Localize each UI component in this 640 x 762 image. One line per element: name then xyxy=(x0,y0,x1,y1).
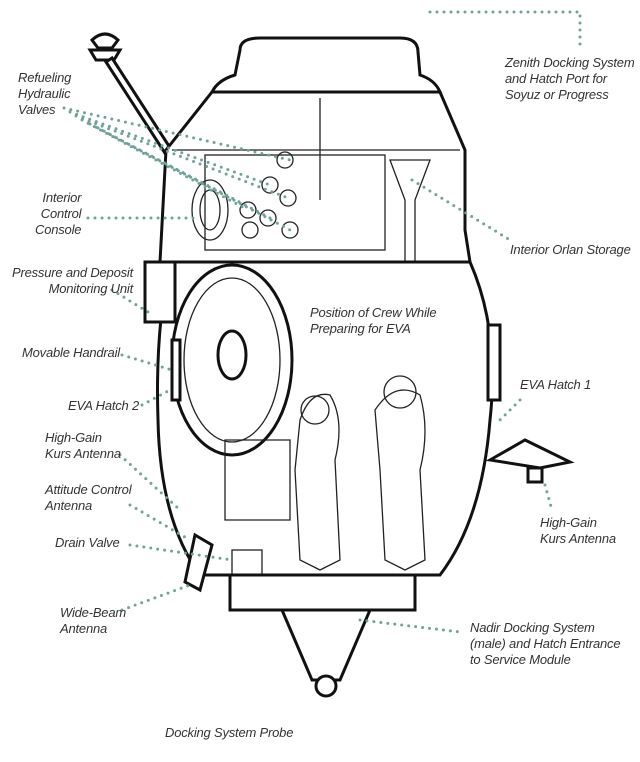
label-refueling-valves: Refueling Hydraulic Valves xyxy=(18,70,72,117)
label-drain-valve: Drain Valve xyxy=(55,535,120,550)
label-eva-hatch-1: EVA Hatch 1 xyxy=(520,377,592,392)
pressure-unit xyxy=(143,260,177,324)
crew-figures xyxy=(224,375,426,571)
antenna-boom xyxy=(87,32,181,167)
label-eva-hatch-2: EVA Hatch 2 xyxy=(68,398,140,413)
kurs-antenna-right xyxy=(485,438,575,470)
label-kurs-antenna-left: High-Gain Kurs Antenna xyxy=(45,430,121,461)
nadir-docking-system xyxy=(228,573,417,612)
zenith-docking-port xyxy=(209,36,443,94)
label-control-console: Interior Control Console xyxy=(35,190,82,237)
label-kurs-antenna-right: High-Gain Kurs Antenna xyxy=(540,515,616,546)
leader-lines xyxy=(62,10,582,634)
label-wide-beam-antenna: Wide-Beam Antenna xyxy=(60,605,126,636)
label-nadir-docking: Nadir Docking System (male) and Hatch En… xyxy=(470,620,621,667)
docking-probe xyxy=(279,608,373,682)
control-console xyxy=(191,179,229,241)
wide-beam-antenna xyxy=(183,532,214,593)
label-pressure-unit: Pressure and Deposit Monitoring Unit xyxy=(12,265,134,296)
upper-compartment xyxy=(158,90,472,264)
label-zenith-docking: Zenith Docking System and Hatch Port for… xyxy=(505,55,635,102)
label-orlan-storage: Interior Orlan Storage xyxy=(510,242,631,257)
movable-handrail xyxy=(170,338,182,402)
label-crew-position: Position of Crew While Preparing for EVA xyxy=(310,305,437,336)
eva-hatch-1 xyxy=(486,323,502,402)
label-attitude-antenna: Attitude Control Antenna xyxy=(45,482,132,513)
label-movable-handrail: Movable Handrail xyxy=(22,345,120,360)
label-docking-probe: Docking System Probe xyxy=(165,725,294,740)
valves xyxy=(239,151,299,239)
